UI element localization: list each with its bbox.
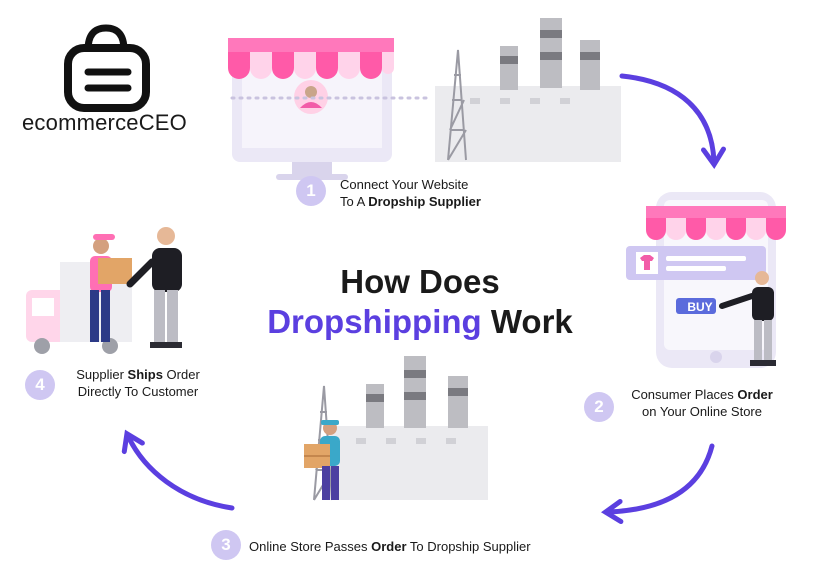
step-3-pre: Online Store Passes <box>249 539 372 554</box>
step-1-line-2-pre: To A <box>340 194 369 209</box>
step-3-post: To Dropship Supplier <box>406 539 531 554</box>
step-2-pre: Consumer Places <box>631 387 738 402</box>
step-3-badge: 3 <box>211 530 241 560</box>
step-1-bold: Dropship Supplier <box>368 194 481 209</box>
title-rest: Work <box>490 303 573 340</box>
buy-button-label: BUY <box>687 300 713 314</box>
shopping-bag-logo-icon <box>64 24 150 112</box>
step-4-line-2: Directly To Customer <box>77 384 199 399</box>
step-2-bold: Order <box>737 387 773 402</box>
step-4-caption: Supplier Ships Order Directly To Custome… <box>58 366 218 400</box>
step-2-line-2: on Your Online Store <box>642 404 762 419</box>
step-4-pre: Supplier <box>76 367 128 382</box>
step-1-caption: Connect Your Website To A Dropship Suppl… <box>340 176 520 210</box>
step-3-bold: Order <box>371 539 407 554</box>
monitor-storefront-icon <box>228 38 434 180</box>
customer-figure <box>126 227 182 348</box>
step-4-bold: Ships <box>127 367 163 382</box>
step-3-caption: Online Store Passes Order To Dropship Su… <box>249 538 589 555</box>
page-title: How Does Dropshipping Work <box>230 262 610 342</box>
arrow-step1-to-step2 <box>619 73 726 170</box>
arrow-step2-to-step3 <box>600 443 715 525</box>
arrow-step3-to-step4 <box>121 429 235 511</box>
step-2-badge: 2 <box>584 392 614 422</box>
title-line-1: How Does <box>340 263 500 300</box>
step-1-badge: 1 <box>296 176 326 206</box>
step-2-caption: Consumer Places Order on Your Online Sto… <box>620 386 784 420</box>
step-1-line-1: Connect Your Website <box>340 177 469 192</box>
consumer-figure <box>719 271 776 366</box>
delivery-person-figure <box>90 234 132 342</box>
factory-icon-bottom <box>313 356 488 501</box>
step-4-post: Order <box>162 367 200 382</box>
brand-logo-text: ecommerceCEO <box>22 110 187 135</box>
title-line-2: Dropshipping Work <box>230 302 610 342</box>
warehouse-worker-figure <box>304 420 340 500</box>
phone-storefront-icon <box>626 192 786 368</box>
factory-icon-top <box>435 18 621 162</box>
title-highlight: Dropshipping <box>267 303 482 340</box>
step-4-badge: 4 <box>25 370 55 400</box>
awning-1 <box>228 38 394 79</box>
